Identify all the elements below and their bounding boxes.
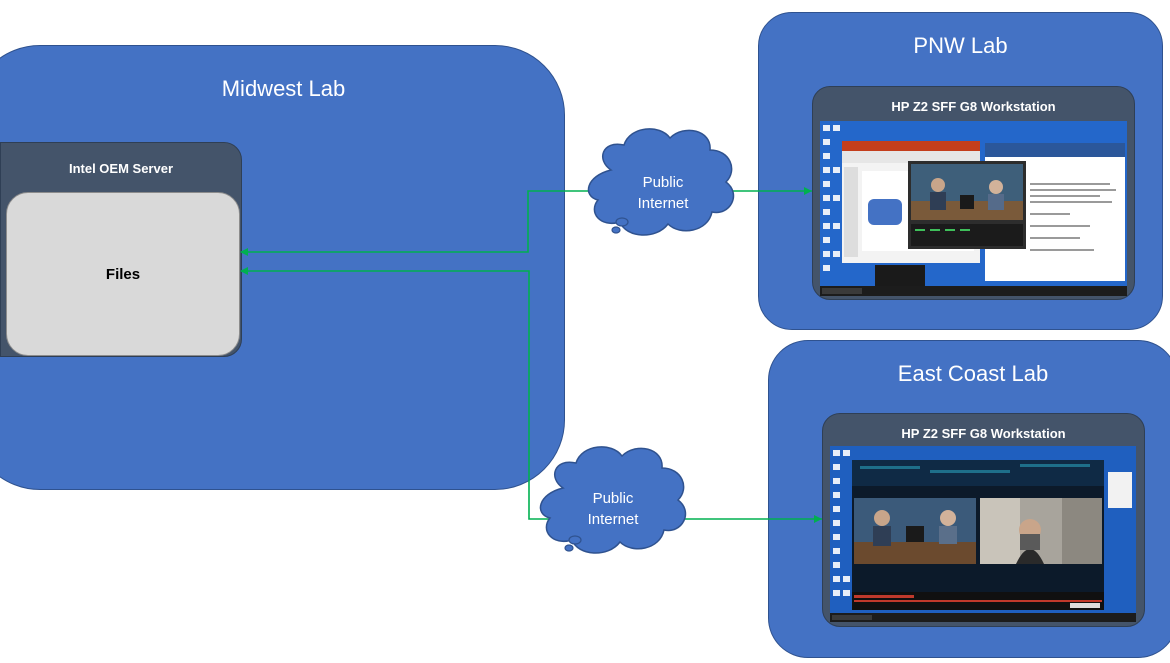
files-label: Files xyxy=(105,265,141,283)
intel-oem-server-title: Intel OEM Server xyxy=(68,161,174,176)
cloud-icon xyxy=(539,446,687,554)
cloud-label-top: Public Internet xyxy=(613,172,713,214)
east-desktop-screenshot xyxy=(830,446,1136,622)
pnw-workstation-title: HP Z2 SFF G8 Workstation xyxy=(891,99,1056,114)
arrow-into-pnw xyxy=(804,187,812,195)
cloud-label-line1: Public xyxy=(642,174,684,191)
cloud-label-line2: Internet xyxy=(637,195,689,212)
connector-east-to-files xyxy=(240,267,822,520)
pnw-lab-title: PNW Lab xyxy=(913,33,1008,58)
midwest-lab-title: Midwest Lab xyxy=(221,76,346,101)
cloud-label-bottom: Public Internet xyxy=(563,488,663,530)
cloud-label-line2: Internet xyxy=(587,511,639,528)
cloud-icon xyxy=(587,128,735,236)
east-desktop-image xyxy=(830,446,1136,622)
cloud-label-line1: Public xyxy=(592,490,634,507)
files-box: Files xyxy=(6,192,240,356)
pnw-desktop-image xyxy=(820,121,1127,296)
east-coast-lab-title: East Coast Lab xyxy=(897,361,1049,386)
pnw-desktop-screenshot xyxy=(820,121,1127,296)
east-workstation-title: HP Z2 SFF G8 Workstation xyxy=(901,426,1066,441)
arrow-into-east xyxy=(814,515,822,523)
